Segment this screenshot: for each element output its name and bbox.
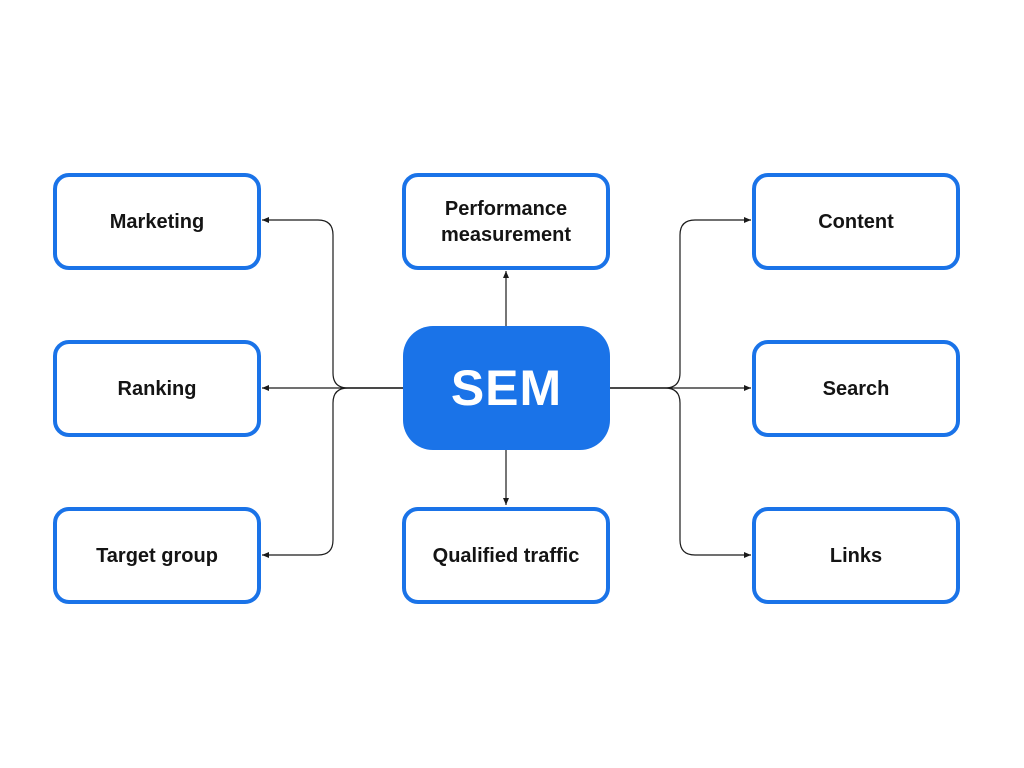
ranking-label: Ranking [117, 377, 197, 400]
search-node: Search [752, 340, 960, 437]
target-group-label: Target group [96, 544, 218, 567]
marketing-label: Marketing [109, 210, 205, 233]
qualified-traffic-label: Qualified traffic [432, 544, 580, 567]
search-label: Search [822, 377, 890, 400]
links-label: Links [829, 544, 883, 567]
content-node: Content [752, 173, 960, 270]
performance-measurement-label: Performance measurement [440, 197, 572, 246]
links-node: Links [752, 507, 960, 604]
qualified-traffic-node: Qualified traffic [402, 507, 610, 604]
connector-to-links [610, 387, 751, 558]
sem-center-node: SEM [403, 326, 610, 450]
connector-to-marketing [262, 217, 403, 389]
sem-center-label: SEM [450, 360, 563, 416]
content-label: Content [818, 210, 894, 233]
performance-measurement-node: Performance measurement [402, 173, 610, 270]
target-group-node: Target group [53, 507, 261, 604]
ranking-node: Ranking [53, 340, 261, 437]
marketing-node: Marketing [53, 173, 261, 270]
connector-to-target-group [262, 387, 403, 558]
connector-to-content [610, 217, 751, 389]
